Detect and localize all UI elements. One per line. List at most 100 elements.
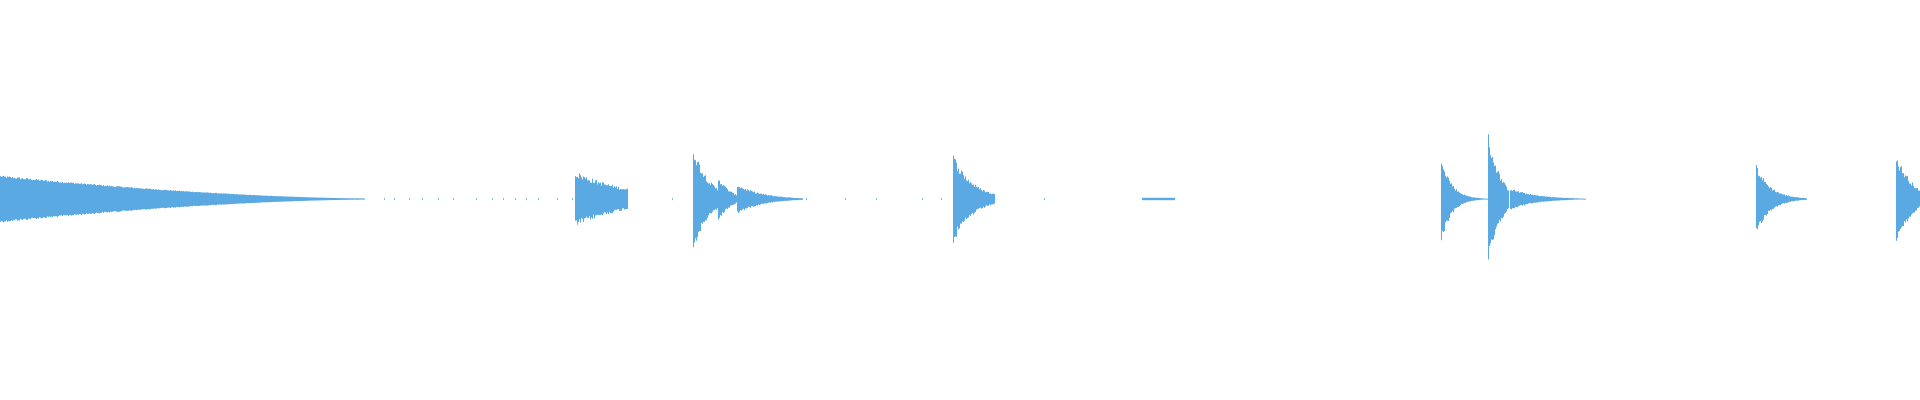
waveform-sample-column [210,192,211,206]
waveform-sample-column [739,187,740,212]
waveform-sample-column [394,198,395,200]
waveform-sample-column [170,190,171,208]
waveform-sample-column [729,191,730,208]
waveform-sample-column [1797,197,1798,201]
waveform-sample-column [1172,197,1173,201]
waveform-sample-column [158,189,159,209]
waveform-sample-column [694,159,695,243]
waveform-sample-column [960,173,961,224]
waveform-sample-column [1793,196,1794,202]
waveform-sample-column [1900,167,1901,229]
waveform-sample-column [721,184,722,216]
waveform-sample-column [1767,185,1768,214]
waveform-sample-column [1443,169,1444,233]
waveform-sample-column [1467,195,1468,202]
waveform-sample-column [693,154,694,248]
waveform-sample-column [714,186,715,211]
waveform-sample-column [269,195,270,203]
waveform-sample-column [748,190,749,207]
waveform-sample-column [727,189,728,210]
waveform-sample-column [1516,191,1517,207]
waveform-sample-column [321,197,322,201]
waveform-sample-column [591,182,592,218]
waveform-sample-column [602,182,603,216]
waveform-sample-column [1899,170,1900,231]
waveform-sample-column [353,198,354,200]
waveform-sample-column [1798,197,1799,201]
waveform-sample-column [348,198,349,200]
waveform-sample-column [784,197,785,201]
waveform-sample-column [273,196,274,202]
waveform-sample-column [292,196,293,202]
waveform-sample-column [172,190,173,208]
waveform-sample-column [745,188,746,209]
waveform-sample-column [696,165,697,241]
waveform-sample-column [1496,172,1497,227]
waveform-sample-column [593,182,594,215]
waveform-sample-column [751,190,752,206]
waveform-sample-column [151,189,152,209]
waveform-sample-column [1523,192,1524,205]
waveform-sample-column [989,193,990,205]
waveform-sample-column [1485,198,1486,200]
waveform-sample-column [108,186,109,212]
waveform-sample-column [209,192,210,206]
waveform-sample-column [1144,197,1145,201]
waveform-sample-column [1912,182,1913,214]
waveform-sample-column [244,194,245,204]
waveform-sample-column [1460,193,1461,206]
waveform-sample-column [1493,162,1494,240]
waveform-sample-column [588,180,589,219]
waveform-sample-column [967,181,968,219]
waveform-sample-column [9,176,10,222]
waveform-sample-column [786,197,787,201]
waveform-sample-column [725,186,726,210]
waveform-sample-column [330,197,331,201]
waveform-sample-column [227,193,228,205]
waveform-sample-column [345,198,346,200]
waveform-sample-column [265,195,266,203]
waveform-sample-column [1562,197,1563,201]
waveform-sample-column [1896,161,1897,241]
waveform-sample-column [1494,165,1495,236]
waveform-sample-column [355,198,356,200]
waveform-sample-column [198,192,199,206]
waveform-sample-column [252,195,253,203]
waveform-sample-column [983,189,984,207]
waveform-sample-column [91,184,92,214]
waveform-sample-column [1504,182,1505,214]
waveform-sample-column [205,192,206,206]
waveform-sample-column [598,182,599,216]
waveform-sample-column [592,178,593,219]
waveform-sample-column [596,179,597,216]
waveform-sample-column [1501,178,1502,218]
waveform-sample-column [796,198,797,201]
waveform-sample-column [115,186,116,212]
waveform-sample-column [311,197,312,201]
waveform-sample-column [268,195,269,203]
waveform-sample-column [58,181,59,217]
waveform-sample-column [306,197,307,201]
waveform-sample-column [1508,190,1509,209]
waveform-sample-column [43,180,44,218]
waveform-sample-column [293,196,294,202]
waveform-sample-column [69,182,70,216]
waveform-sample-column [1459,192,1460,207]
waveform-sample-column [614,186,615,211]
waveform-sample-column [152,189,153,209]
waveform-sample-column [112,186,113,212]
waveform-sample-column [954,158,955,237]
waveform-sample-column [802,198,803,200]
waveform-sample-column [234,194,235,204]
waveform-sample-column [993,193,994,205]
waveform-sample-column [132,187,133,211]
waveform-sample-column [733,193,734,205]
waveform-sample-column [337,198,338,200]
waveform-sample-column [1487,198,1488,200]
waveform-sample-column [318,197,319,201]
waveform-sample-column [117,186,118,212]
waveform-sample-column [1506,186,1507,212]
waveform-sample-column [621,189,622,211]
waveform-sample-column [1156,197,1157,201]
